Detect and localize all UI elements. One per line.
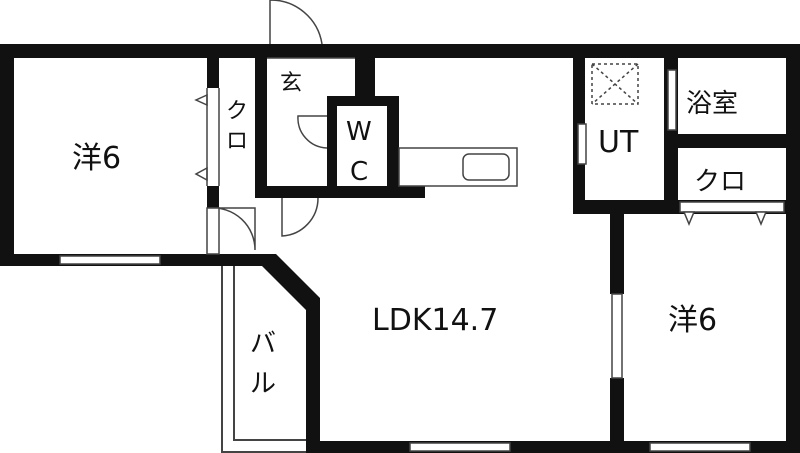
wall-entrance-bottom <box>255 186 425 198</box>
label-wc-2: C <box>350 157 368 187</box>
balcony-outline <box>221 266 306 453</box>
wall-right-room-lower <box>610 378 624 453</box>
door-right-room <box>611 293 623 379</box>
wall-balcony-right <box>306 298 320 453</box>
entrance-door-swing <box>269 0 323 45</box>
wall-left <box>0 44 14 266</box>
wall-right-room-upper <box>610 214 624 294</box>
ut-box <box>577 63 677 165</box>
label-bathroom: 浴室 <box>686 89 738 119</box>
label-closet-left-1: ク <box>226 99 248 124</box>
balcony <box>221 266 306 453</box>
label-ldk: LDK14.7 <box>372 303 498 338</box>
wall-wc-right <box>387 96 399 196</box>
wall-wc-left <box>327 96 337 196</box>
window-right-room <box>649 442 751 452</box>
ut-door <box>577 123 587 165</box>
wall-closet-left-bottom <box>207 186 219 208</box>
label-closet-right: クロ <box>694 167 746 197</box>
bath-door <box>667 69 677 131</box>
balcony-inner <box>233 266 306 441</box>
label-balcony-1: バ <box>250 329 276 359</box>
label-balcony-2: ル <box>250 369 276 399</box>
left-room-door <box>206 207 256 255</box>
label-closet-left-2: ロ <box>226 129 248 154</box>
wc-door <box>281 115 328 237</box>
wall-diagonal <box>262 254 320 310</box>
closet-left <box>194 88 220 186</box>
walls <box>0 44 800 453</box>
entrance-door <box>267 0 355 59</box>
window-ldk <box>409 442 511 452</box>
wall-entrance-left <box>255 44 267 194</box>
wall-closet-left-top <box>207 44 219 88</box>
room-labels: 洋6 ク ロ 玄 W C UT 浴室 クロ LDK14.7 洋6 バ ル <box>72 71 746 399</box>
window-left-room <box>59 255 161 265</box>
label-entrance: 玄 <box>280 71 302 96</box>
windows <box>59 255 751 452</box>
label-wc-1: W <box>346 117 372 147</box>
kitchen-sink <box>462 153 510 181</box>
wall-bath-bottom <box>664 134 786 148</box>
kitchen <box>398 147 518 187</box>
hall-door-swing <box>281 197 319 237</box>
label-western-right: 洋6 <box>668 303 717 338</box>
wall-top <box>0 44 800 58</box>
closet-right-doors <box>679 201 785 226</box>
wall-ut-right-bottom <box>664 134 678 204</box>
washer-space <box>591 63 639 105</box>
wall-right <box>786 44 800 453</box>
wall-wc-top <box>355 44 375 96</box>
label-western-left: 洋6 <box>72 141 121 176</box>
label-unit-bath: UT <box>598 125 639 160</box>
wall-wc-top-inner <box>327 96 397 106</box>
